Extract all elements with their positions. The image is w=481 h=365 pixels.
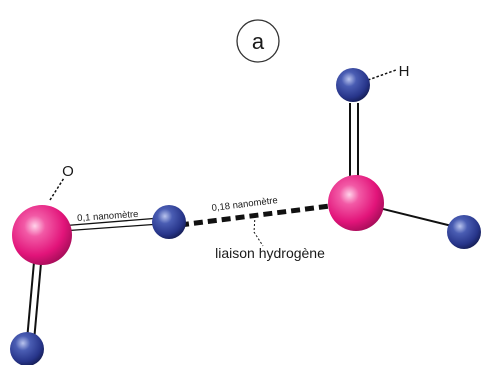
hydrogen-label: H	[399, 63, 410, 80]
hydrogen-atom-middle	[152, 205, 186, 239]
hydrogen-atom-right	[447, 215, 481, 249]
oxygen-atom-left	[12, 205, 72, 265]
hydrogen-bond-length-label: 0,18 nanomètre	[211, 195, 278, 214]
covalent-bond-top	[59, 217, 161, 227]
oxygen-atom-right	[328, 175, 384, 231]
panel-label: a	[252, 29, 265, 54]
hydrogen-bond-caption: liaison hydrogène	[215, 245, 325, 261]
covalent-bond-bottom	[61, 223, 161, 232]
hydrogen-atom-top	[336, 68, 370, 102]
hydrogen-leader-line	[367, 69, 397, 81]
oxygen-label: O	[62, 163, 74, 180]
hydrogen-bond-dashed	[179, 203, 331, 228]
panel-label-circle	[236, 19, 280, 63]
oxygen-leader-line	[49, 177, 65, 201]
panel-label-badge: a	[236, 19, 280, 63]
double-bond-left-1	[26, 261, 35, 341]
double-bond-left-2	[33, 262, 42, 342]
hydrogen-atom-bottom	[10, 332, 44, 365]
caption-leader-line	[253, 215, 264, 247]
single-bond-right	[374, 206, 461, 229]
covalent-bond-length-label: 0,1 nanomètre	[77, 209, 139, 224]
